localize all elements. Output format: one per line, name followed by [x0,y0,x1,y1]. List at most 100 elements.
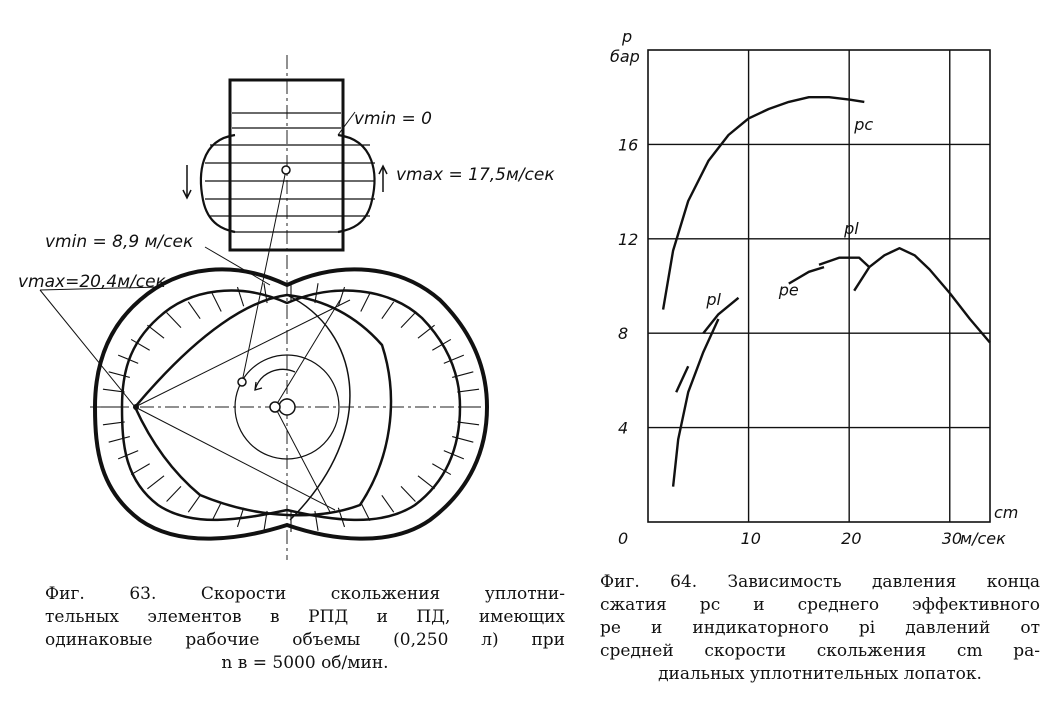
down-arrow-icon [182,165,192,200]
y-tick-label: 12 [618,230,638,249]
radial-arrow [452,436,474,443]
leader-vmin-top [337,111,356,136]
caption-line: тельных элементов в РПД и ПД, имеющих [45,607,565,627]
series-pl-label: pl [843,219,859,238]
plot-frame [647,49,991,523]
radial-arrow [236,286,245,307]
shaft-center [278,398,296,416]
origin-label: 0 [618,529,628,548]
crank-pin [237,377,247,387]
radial-arrow [360,502,371,521]
series-pe-label: pe [778,280,799,299]
radial-arrow [166,312,182,329]
radial-arrow [457,421,480,426]
rotation-arrow-icon [254,381,263,391]
y-tick-label: 4 [618,419,628,438]
radial-arrow [432,338,452,351]
label-vmin-mid: vmin = 8,9 м/сек [45,232,194,252]
radial-arrow [400,312,416,329]
caption-line: средней скорости скольжения cm ра- [600,641,1040,661]
x-tick-label: 20 [841,529,861,548]
radial-arrow [108,436,130,443]
y-tick-label: 8 [618,324,628,343]
piston-velocity-lines [205,112,375,233]
radial-arrow [417,475,435,490]
radial-arrow [457,388,480,393]
x-axis-symbol: cm [994,503,1018,522]
series-pc-line [661,96,865,310]
radial-arrow [443,354,465,364]
label-vmax-top: vmax = 17,5м/сек [396,165,555,185]
series-pc-label: pc [853,115,873,134]
series-pl-line [853,247,991,344]
series-pl-line [671,318,720,487]
rotation-arc [254,368,296,391]
radial-arrow [102,388,125,393]
radial-arrow [211,293,222,312]
rotor-radius-1 [134,299,351,408]
radial-velocity-arrows [101,282,481,532]
y-axis-symbol: p [621,27,632,46]
series-pe-line [818,256,871,268]
radial-arrow [187,495,201,513]
housing-inner [120,289,462,522]
radial-arrow [147,324,165,339]
caption-line: диальных уплотнительных лопаток. [658,664,982,684]
rotor-apex [133,404,139,410]
radial-arrow [417,324,435,339]
series-pe-line [702,296,740,334]
radial-arrow [147,475,165,490]
x-tick-label: 10 [741,529,761,548]
rotor-outline [133,293,393,517]
figure-63-caption: Фиг. 63. Скорости скольжения уплотни- те… [45,583,565,675]
series-pl-label: pl [705,290,721,309]
radial-arrow [211,502,222,521]
left-velocity-envelope [199,133,236,234]
rotor-flank [286,294,351,521]
eccentric-circle [234,354,340,460]
rotor-radius-4 [274,406,331,513]
series-pe-line [788,265,825,285]
radial-arrow [360,293,371,312]
radial-arrow [443,450,465,460]
y-axis-unit: бар [610,47,640,66]
radial-arrow [432,463,452,476]
radial-arrow [236,507,245,528]
radial-arrow [381,301,395,319]
housing-outer [92,267,490,541]
radial-arrow [337,286,346,307]
piston-pin [281,165,291,175]
radial-arrow [166,485,182,502]
figure-63: vmin = 0 vmax = 17,5м/сек vmin = 8,9 м/с… [18,55,565,675]
radial-arrow [187,301,201,319]
caption-line: pe и индикаторного pi давлений от [600,618,1040,638]
radial-arrow [381,495,395,513]
figure-63-drawing: vmin = 0 vmax = 17,5м/сек vmin = 8,9 м/с… [18,55,555,560]
eccentric-center [269,401,281,413]
leader-vmin-mid [204,246,271,286]
radial-arrow [102,421,125,426]
caption-line: сжатия pc и среднего эффективного [600,595,1040,615]
figure-64-caption: Фиг. 64. Зависимость давления конца сжат… [600,571,1040,686]
right-velocity-envelope [337,133,376,234]
caption-line: Фиг. 63. Скорости скольжения уплотни- [45,584,565,604]
caption-line: n в = 5000 об/мин. [221,653,389,673]
rotor-radius-2 [134,406,336,511]
radial-arrow [108,371,130,378]
radial-arrow [130,463,150,476]
leader-vmax-left-underline [39,286,161,291]
x-tick-label: 30 [942,529,962,548]
x-axis-unit: м/сек [960,529,1006,548]
radial-arrow [117,450,139,460]
label-vmax-left: vmax=20,4м/сек [18,272,167,292]
caption-line: Фиг. 64. Зависимость давления конца [600,572,1040,592]
radial-arrow [130,338,150,351]
rotor-radius-3 [274,299,341,408]
radial-arrow [117,354,139,364]
label-vmin-top: vmin = 0 [354,109,432,129]
leader-vmax-left [39,289,136,408]
radial-arrow [400,485,416,502]
up-arrow-icon [378,164,388,192]
